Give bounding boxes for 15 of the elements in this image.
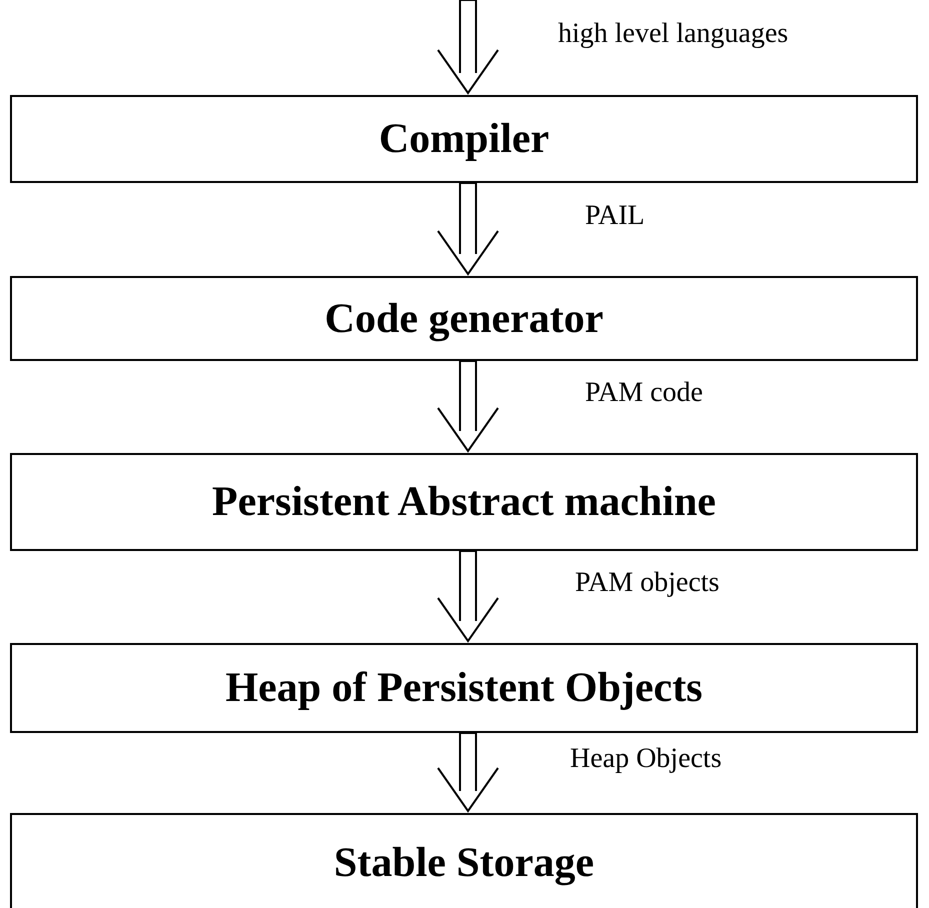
process-box — [10, 95, 918, 183]
box-title: Heap of Persistent Objects — [225, 664, 703, 712]
process-box — [10, 643, 918, 733]
arrow — [437, 0, 499, 94]
process-box — [10, 276, 918, 361]
box-title: Compiler — [378, 115, 550, 163]
arrow — [437, 550, 499, 642]
arrow — [437, 360, 499, 452]
process-box — [10, 453, 918, 551]
arrow — [437, 182, 499, 275]
box-title: Persistent Abstract machine — [212, 478, 716, 526]
process-box — [10, 813, 918, 908]
box-title: Stable Storage — [334, 839, 594, 887]
arrow — [437, 732, 499, 812]
box-title: Code generator — [324, 294, 604, 342]
